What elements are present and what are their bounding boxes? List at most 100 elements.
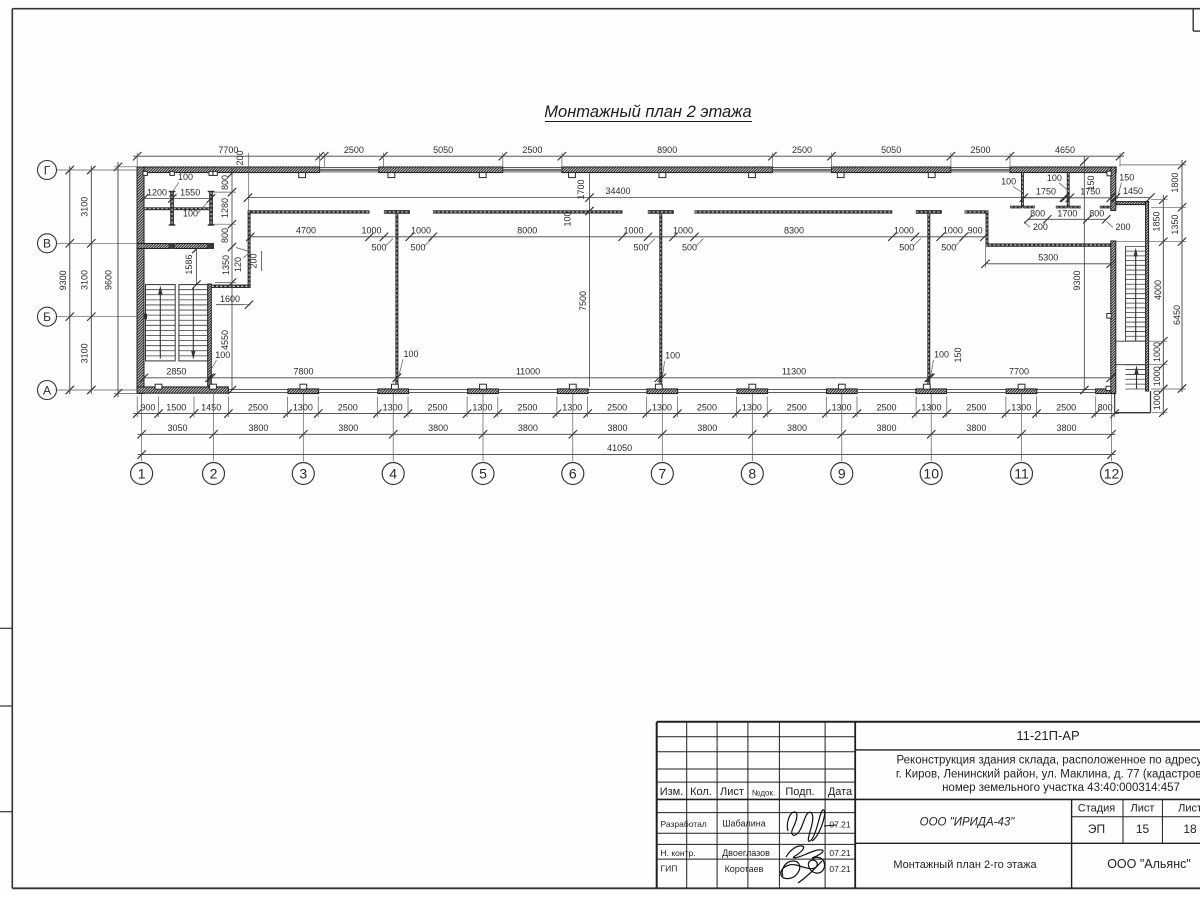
svg-text:1000: 1000 (411, 226, 431, 236)
svg-text:6450: 6450 (1172, 305, 1182, 325)
svg-text:1550: 1550 (180, 188, 200, 198)
svg-text:07.21: 07.21 (829, 864, 851, 874)
svg-text:800: 800 (220, 228, 230, 243)
svg-text:№док.: №док. (752, 788, 775, 797)
svg-text:200: 200 (1115, 222, 1130, 232)
svg-text:12: 12 (1104, 466, 1120, 482)
svg-text:200: 200 (235, 150, 245, 165)
svg-text:500: 500 (633, 243, 648, 253)
svg-text:8000: 8000 (517, 226, 537, 236)
svg-text:3800: 3800 (248, 423, 268, 433)
svg-text:150: 150 (1119, 173, 1134, 183)
svg-text:100: 100 (1001, 176, 1016, 186)
svg-text:ГИП: ГИП (661, 864, 678, 874)
svg-text:500: 500 (371, 243, 386, 253)
svg-text:7700: 7700 (1009, 366, 1029, 376)
svg-text:4000: 4000 (1153, 280, 1163, 300)
svg-text:2500: 2500 (607, 403, 627, 413)
svg-text:3800: 3800 (697, 423, 717, 433)
svg-text:Дата: Дата (828, 786, 853, 798)
svg-text:1000: 1000 (1152, 366, 1162, 386)
svg-text:Монтажный план 2 этажа: Монтажный план 2 этажа (544, 103, 751, 121)
svg-text:11000: 11000 (516, 366, 540, 376)
svg-text:1300: 1300 (562, 403, 582, 413)
svg-text:900: 900 (140, 403, 155, 413)
svg-text:900: 900 (968, 226, 983, 236)
svg-text:2500: 2500 (1056, 403, 1076, 413)
svg-text:3800: 3800 (338, 423, 358, 433)
svg-text:2500: 2500 (522, 145, 542, 155)
svg-text:11300: 11300 (782, 366, 806, 376)
svg-text:18: 18 (1183, 822, 1197, 836)
svg-text:1350: 1350 (221, 255, 231, 275)
svg-text:1750: 1750 (1036, 187, 1056, 197)
svg-text:2500: 2500 (697, 403, 717, 413)
svg-text:34400: 34400 (605, 186, 630, 196)
svg-text:1: 1 (138, 466, 146, 482)
svg-text:ООО "ИРИДА-43": ООО "ИРИДА-43" (920, 817, 1016, 829)
svg-text:800: 800 (1098, 403, 1113, 413)
svg-text:Монтажный план 2-го этажа: Монтажный план 2-го этажа (893, 859, 1037, 871)
svg-text:100: 100 (215, 350, 230, 360)
svg-text:Изм.: Изм. (660, 786, 684, 798)
svg-text:100: 100 (1047, 173, 1062, 183)
svg-text:1850: 1850 (1151, 211, 1161, 231)
svg-text:2850: 2850 (166, 366, 186, 376)
svg-text:9300: 9300 (1072, 270, 1082, 290)
svg-text:800: 800 (220, 175, 230, 190)
svg-text:3800: 3800 (608, 423, 628, 433)
svg-text:800: 800 (1030, 208, 1045, 218)
svg-text:Подп.: Подп. (785, 786, 814, 798)
svg-text:120: 120 (233, 257, 243, 272)
svg-text:07.21: 07.21 (829, 820, 851, 830)
svg-text:1000: 1000 (894, 226, 914, 236)
svg-text:1000: 1000 (623, 226, 643, 236)
svg-text:15: 15 (1136, 822, 1150, 836)
svg-text:1000: 1000 (943, 226, 963, 236)
svg-text:В: В (43, 237, 51, 251)
svg-text:2500: 2500 (787, 403, 807, 413)
svg-text:3100: 3100 (80, 343, 90, 363)
svg-text:1300: 1300 (742, 403, 762, 413)
svg-text:100: 100 (403, 349, 418, 359)
svg-text:800: 800 (1089, 208, 1104, 218)
svg-text:Н. контр.: Н. контр. (661, 848, 696, 858)
svg-text:500: 500 (410, 243, 425, 253)
svg-text:3800: 3800 (876, 423, 896, 433)
svg-text:7: 7 (658, 466, 666, 482)
svg-text:7500: 7500 (578, 291, 588, 311)
svg-text:2500: 2500 (344, 145, 364, 155)
svg-text:3: 3 (299, 466, 307, 482)
svg-text:2500: 2500 (966, 403, 986, 413)
svg-text:1000: 1000 (1152, 342, 1162, 362)
svg-text:3800: 3800 (518, 423, 538, 433)
svg-text:7800: 7800 (293, 366, 313, 376)
svg-text:2500: 2500 (517, 403, 537, 413)
svg-text:8900: 8900 (657, 145, 677, 155)
svg-text:200: 200 (249, 253, 259, 268)
svg-text:1800: 1800 (1170, 173, 1180, 193)
svg-text:1700: 1700 (1057, 208, 1077, 218)
svg-text:5050: 5050 (881, 145, 901, 155)
svg-text:Реконструкция здания склада, р: Реконструкция здания склада, расположенн… (896, 754, 1200, 766)
svg-text:9300: 9300 (58, 270, 68, 290)
svg-text:4550: 4550 (220, 330, 230, 350)
svg-text:2500: 2500 (248, 403, 268, 413)
svg-text:1280: 1280 (220, 198, 230, 218)
svg-text:Стадия: Стадия (1078, 802, 1116, 814)
svg-text:Б: Б (43, 310, 51, 324)
svg-text:Шабалина: Шабалина (722, 819, 765, 829)
svg-text:Лист: Лист (720, 786, 744, 798)
svg-text:100: 100 (183, 209, 198, 219)
svg-text:150: 150 (953, 347, 963, 362)
svg-text:1200: 1200 (147, 188, 167, 198)
svg-text:3100: 3100 (80, 270, 90, 290)
svg-text:Двоеглазов: Двоеглазов (722, 848, 770, 858)
svg-text:1700: 1700 (576, 179, 586, 199)
svg-text:2500: 2500 (877, 403, 897, 413)
svg-text:200: 200 (1033, 222, 1048, 232)
svg-text:1450: 1450 (201, 403, 221, 413)
svg-text:2500: 2500 (428, 403, 448, 413)
svg-text:1450: 1450 (1123, 186, 1143, 196)
svg-text:ООО "Альянс": ООО "Альянс" (1107, 857, 1191, 871)
